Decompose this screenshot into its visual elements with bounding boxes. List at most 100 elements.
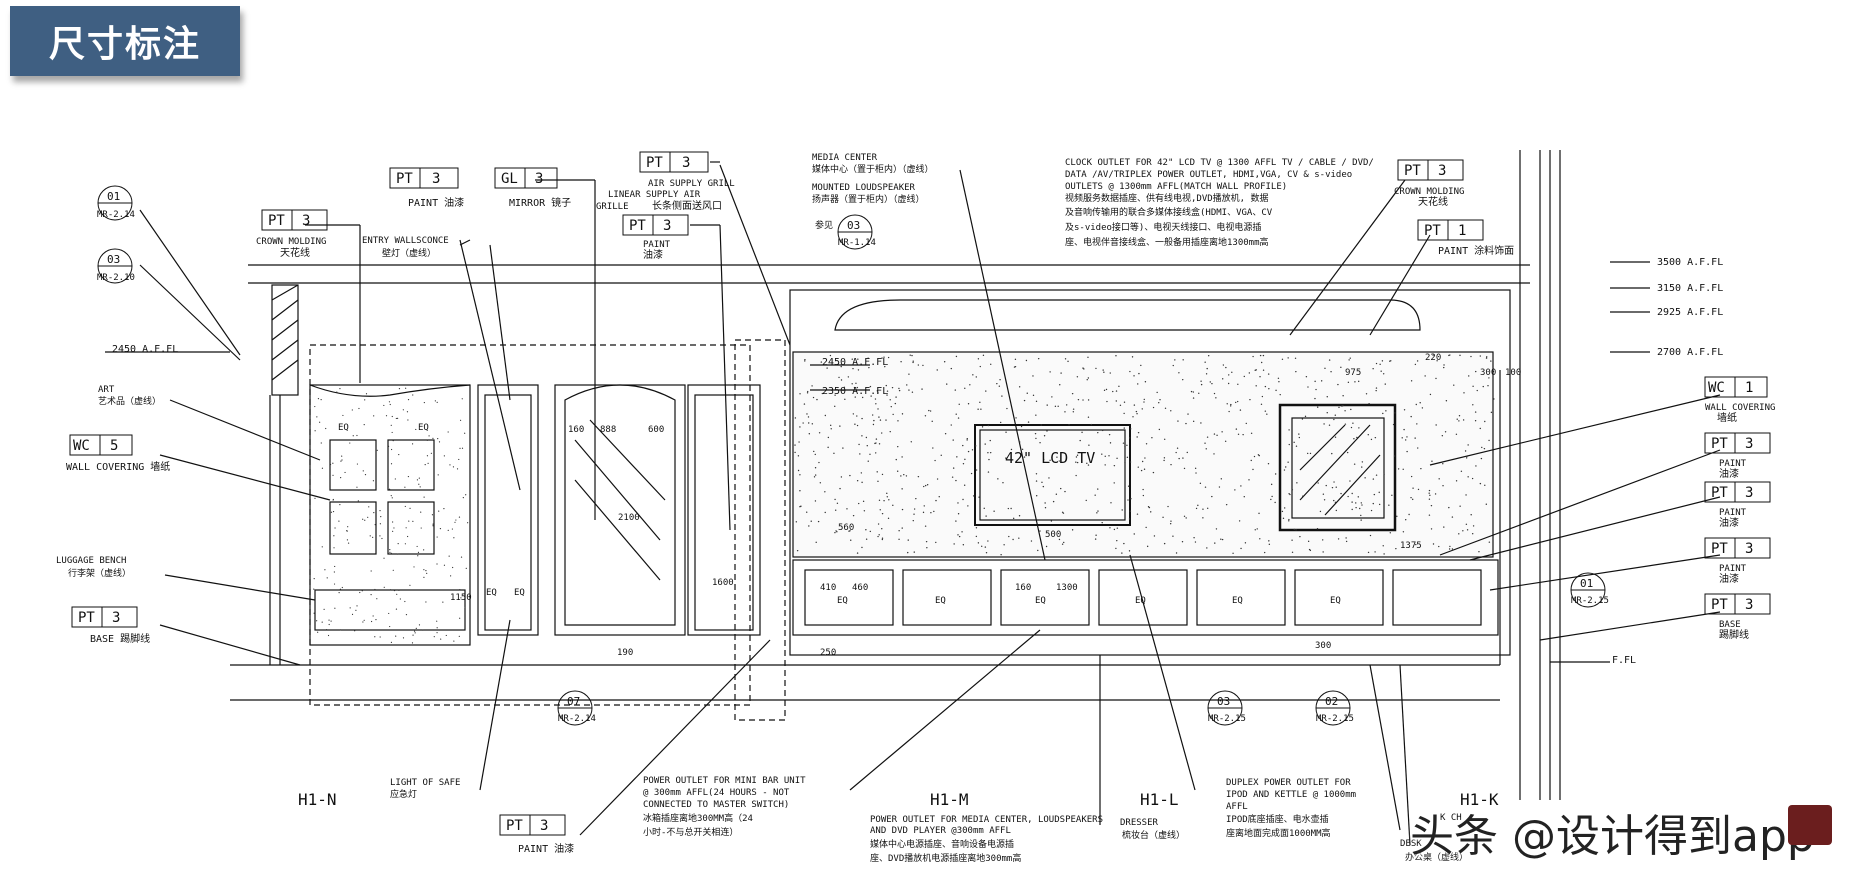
level-label: 2925 A.F.FL [1657, 307, 1723, 318]
note-dresser-cn: 梳妆台（虚线） [1122, 829, 1185, 841]
callout-num: 03 [847, 219, 860, 232]
callout-ref: MR-1.14 [838, 238, 876, 248]
dim: 300 [1315, 641, 1331, 651]
note-clock: OUTLETS @ 1300mm AFFL(MATCH WALL PROFILE… [1065, 182, 1287, 192]
svg-text:5: 5 [110, 438, 118, 454]
callout-num: 01 [1580, 577, 1593, 590]
svg-text:MIRROR 镜子: MIRROR 镜子 [509, 196, 571, 209]
svg-text:长条侧面送风口: 长条侧面送风口 [652, 199, 722, 212]
dim: 975 [1345, 368, 1361, 378]
note-media-power: AND DVD PLAYER @300mm AFFL [870, 826, 1011, 836]
svg-text:3: 3 [1745, 485, 1753, 501]
dim: 300 [1480, 368, 1496, 378]
section-label: H1-L [1140, 790, 1179, 809]
svg-text:PT: PT [646, 155, 663, 171]
note-media-power: POWER OUTLET FOR MEDIA CENTER, LOUDSPEAK… [870, 815, 1103, 825]
note-duplex: DUPLEX POWER OUTLET FOR [1226, 778, 1351, 788]
svg-text:PT: PT [396, 171, 413, 187]
note-clock: 及音响传输用的联合多媒体接线盒(HDMI、VGA、CV [1065, 206, 1273, 218]
svg-text:BASE: BASE [1719, 620, 1741, 630]
note-media-power: 座、DVD播放机电源插座离地300mm高 [870, 852, 1021, 864]
note-art: ART [98, 385, 115, 395]
level-label: 3500 A.F.FL [1657, 257, 1723, 268]
level-label: 2350 A.F.FL [822, 386, 888, 397]
callout-num: 03 [1217, 695, 1230, 708]
svg-text:PT: PT [629, 218, 646, 234]
svg-text:PT: PT [268, 213, 285, 229]
note-media: MOUNTED LOUDSPEAKER [812, 183, 916, 193]
note-entry-cn: 壁灯（虚线） [382, 247, 436, 259]
svg-text:油漆: 油漆 [1719, 516, 1739, 529]
note-entry: ENTRY WALLSCONCE [362, 236, 449, 246]
svg-text:CROWN MOLDING: CROWN MOLDING [1394, 187, 1464, 197]
svg-text:WALL COVERING 墙纸: WALL COVERING 墙纸 [66, 460, 170, 473]
svg-text:3: 3 [663, 218, 671, 234]
callout-ref: MR-2.15 [1571, 596, 1609, 606]
dim: 1150 [450, 593, 472, 603]
dim: EQ [514, 588, 525, 598]
svg-text:3: 3 [1438, 163, 1446, 179]
svg-text:LINEAR SUPPLY AIR: LINEAR SUPPLY AIR [608, 190, 701, 200]
svg-text:AIR SUPPLY GRILL: AIR SUPPLY GRILL [648, 179, 735, 189]
dim: 2100 [618, 513, 640, 523]
dim: 500 [1045, 530, 1061, 540]
note-chair: K CH [1440, 813, 1462, 823]
note-desk: DESK [1400, 839, 1422, 849]
svg-text:PT: PT [1711, 541, 1728, 557]
dim: EQ [935, 596, 946, 606]
dim: 560 [838, 523, 854, 533]
note-luggage: LUGGAGE BENCH [56, 556, 126, 566]
svg-text:WALL COVERING: WALL COVERING [1705, 403, 1775, 413]
level-label: 3150 A.F.FL [1657, 283, 1723, 294]
svg-text:PAINT: PAINT [643, 240, 671, 250]
svg-text:1: 1 [1458, 223, 1466, 239]
section-title: 尺寸标注 [10, 6, 240, 76]
svg-text:3: 3 [432, 171, 440, 187]
note-dresser: DRESSER [1120, 818, 1159, 828]
note-minibar: CONNECTED TO MASTER SWITCH) [643, 800, 789, 810]
dim: EQ [1035, 596, 1046, 606]
svg-text:PAINT: PAINT [1719, 564, 1747, 574]
note-minibar: 小时-不与总开关相连） [643, 826, 738, 838]
svg-text:GL: GL [501, 171, 518, 187]
note-desk-cn: 办公桌（虚线） [1405, 851, 1468, 863]
dim: 220 [1425, 353, 1441, 363]
note-media-power: 媒体中心电源插座、音响设备电源插 [870, 838, 1014, 850]
svg-text:3: 3 [540, 818, 548, 834]
dim: 460 [852, 583, 868, 593]
svg-text:PAINT: PAINT [1719, 459, 1747, 469]
dim: 190 [617, 648, 633, 658]
svg-text:PT: PT [506, 818, 523, 834]
svg-text:GRILLE: GRILLE [596, 202, 629, 212]
note-minibar: @ 300mm AFFL(24 HOURS - NOT [643, 788, 790, 798]
note-clock: DATA /AV/TRIPLEX POWER OUTLET, HDMI,VGA,… [1065, 170, 1352, 180]
note-clock: 视频服务数据插座、供有线电视,DVD播放机, 数据 [1065, 192, 1269, 204]
svg-text:3: 3 [1745, 597, 1753, 613]
note-duplex: AFFL [1226, 802, 1248, 812]
watermark: 头条 @设计得到app [1410, 811, 1815, 862]
dim: 410 [820, 583, 836, 593]
dim: 160 [1015, 583, 1031, 593]
note-duplex: IPOD AND KETTLE @ 1000mm [1226, 790, 1356, 800]
svg-text:PT: PT [1711, 597, 1728, 613]
dim: EQ [1135, 596, 1146, 606]
svg-text:PT: PT [1711, 436, 1728, 452]
dim: 1375 [1400, 541, 1422, 551]
callout-ref: MR-2.10 [97, 273, 135, 283]
svg-text:PT: PT [1711, 485, 1728, 501]
section-label: H1-N [298, 790, 337, 809]
svg-text:3: 3 [302, 213, 310, 229]
section-title-text: 尺寸标注 [48, 24, 201, 65]
svg-text:PAINT 涂料饰面: PAINT 涂料饰面 [1438, 244, 1514, 257]
note-media: MEDIA CENTER [812, 153, 878, 163]
